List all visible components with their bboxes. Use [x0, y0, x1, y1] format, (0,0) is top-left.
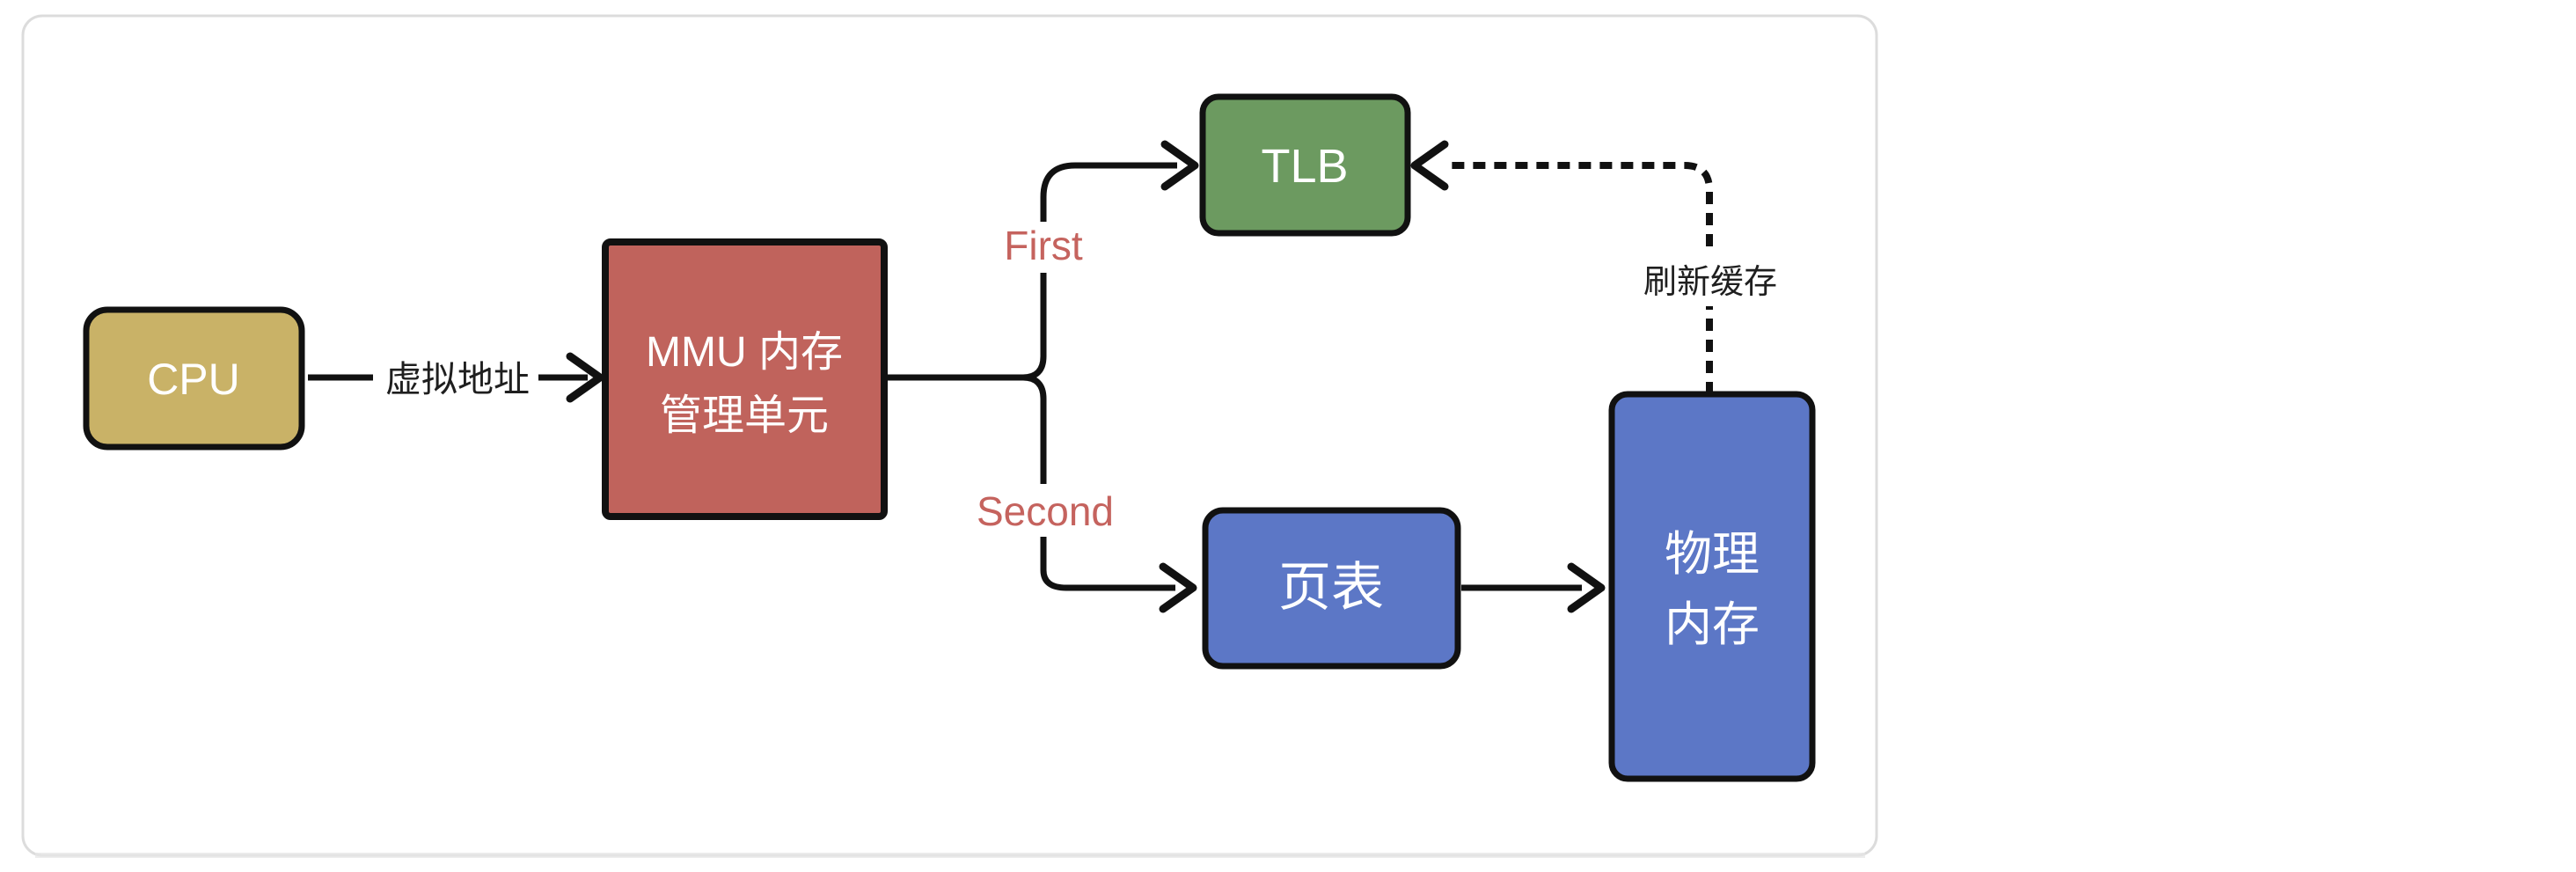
edge-branch-second: [1022, 374, 1175, 591]
mmu-label-line1: MMU 内存: [646, 329, 843, 376]
edge-label-second: Second: [977, 488, 1114, 534]
page-table-label: 页表: [1278, 558, 1384, 617]
arrowhead-into-mmu: [566, 352, 604, 403]
physical-memory-label-line1: 物理: [1665, 528, 1760, 581]
mmu-label-line2: 管理单元: [660, 392, 829, 439]
edge-physmem-to-tlb-dashed: [1450, 162, 1713, 394]
physical-memory-box: [1608, 391, 1816, 782]
cpu-label: CPU: [147, 355, 240, 404]
node-physical-memory: 物理 内存: [1608, 391, 1816, 782]
tlb-label: TLB: [1261, 140, 1348, 193]
label-bg-virtual-address: [373, 354, 538, 403]
label-bg-refresh-cache: [1633, 255, 1788, 306]
label-bg-second: [962, 484, 1128, 537]
card-bottom-shadow: [35, 853, 1865, 858]
arrowhead-into-pagetable: [1159, 562, 1197, 613]
tlb-box: [1199, 93, 1411, 237]
node-page-table: 页表: [1202, 507, 1461, 670]
node-tlb: TLB: [1199, 93, 1411, 237]
node-cpu: CPU: [83, 306, 305, 451]
edge-branch-first: [1022, 162, 1177, 381]
mmu-box: [602, 238, 888, 520]
connector-lines: [308, 140, 1713, 613]
node-mmu: MMU 内存 管理单元: [602, 238, 888, 520]
edge-label-first: First: [1004, 223, 1083, 268]
arrowhead-into-physmem: [1567, 562, 1606, 613]
edge-label-virtual-address: 虚拟地址: [385, 359, 530, 399]
label-bg-first: [991, 222, 1096, 273]
cpu-box: [83, 306, 305, 451]
edge-label-refresh-cache: 刷新缓存: [1643, 264, 1777, 301]
physical-memory-label-line2: 内存: [1665, 598, 1760, 651]
page-table-box: [1202, 507, 1461, 670]
arrowhead-into-tlb-left: [1160, 140, 1199, 191]
arrowhead-into-tlb-right: [1410, 140, 1449, 191]
edge-label-backgrounds: [373, 222, 1788, 537]
